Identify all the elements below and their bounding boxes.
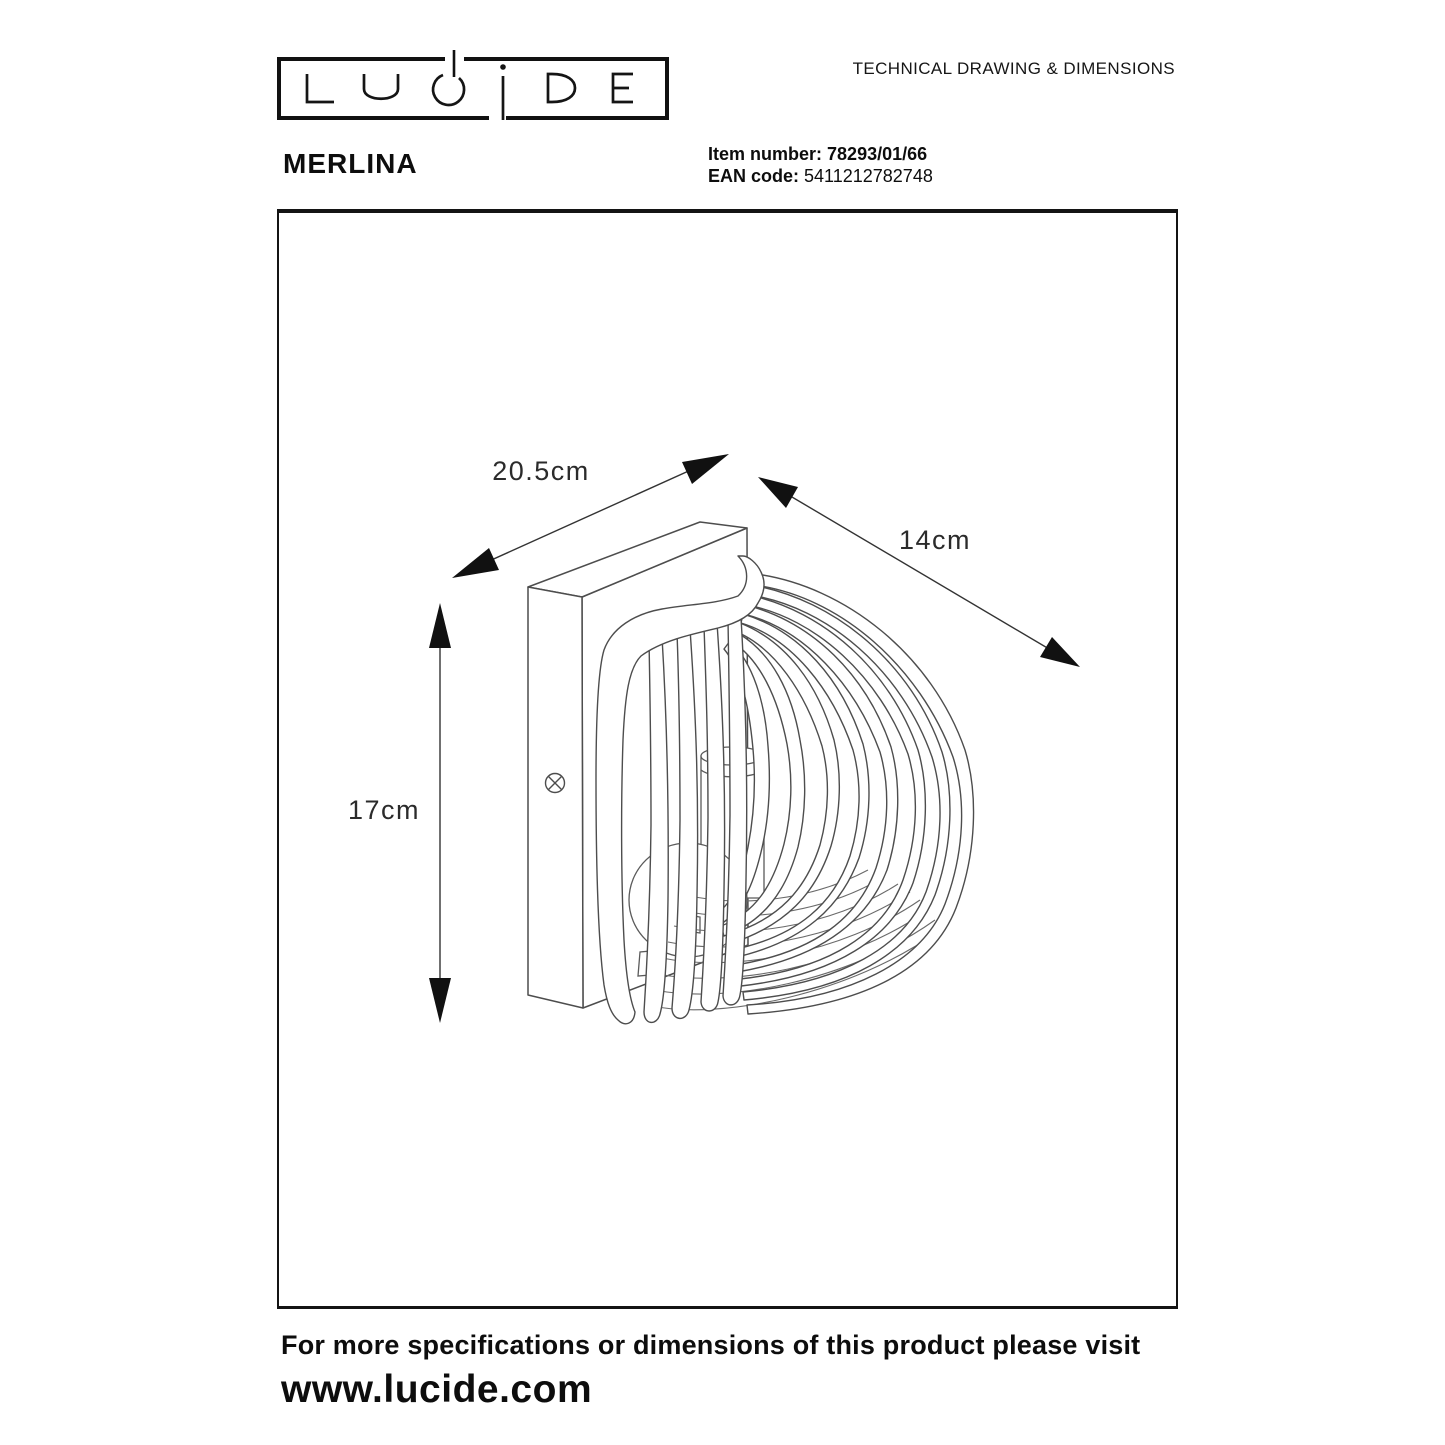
rib-loop xyxy=(700,622,726,1012)
item-number-value: 78293/01/66 xyxy=(827,144,928,164)
screw-icon xyxy=(544,772,566,794)
arrowhead xyxy=(682,454,729,484)
arrowhead xyxy=(429,603,451,648)
footer: For more specifications or dimensions of… xyxy=(281,1330,1140,1412)
dimension-arrow-height xyxy=(429,603,451,1023)
arrowhead xyxy=(452,548,499,578)
cage-ribs xyxy=(595,555,975,1025)
lucide-logo xyxy=(277,50,669,123)
logo-bottom-gap xyxy=(489,113,506,123)
dimension-arrow-width xyxy=(452,454,729,578)
wall-plate-side-face xyxy=(527,586,584,1009)
doc-title: TECHNICAL DRAWING & DIMENSIONS xyxy=(852,59,1175,78)
item-number-label: Item number: xyxy=(708,144,823,164)
ean-code-row: EAN code: 5411212782748 xyxy=(708,165,933,187)
item-spec-block: Item number: 78293/01/66 EAN code: 54112… xyxy=(708,143,933,187)
arrowhead xyxy=(1040,637,1080,667)
technical-drawing xyxy=(429,454,1080,1025)
item-number-row: Item number: 78293/01/66 xyxy=(708,143,933,165)
rib-loop xyxy=(671,628,699,1020)
rib-loop xyxy=(643,636,669,1024)
rib-outer-right xyxy=(746,573,975,1015)
footer-note: For more specifications or dimensions of… xyxy=(281,1330,1141,1360)
logo-letter-e xyxy=(611,72,633,104)
footer-website: www.lucide.com xyxy=(281,1368,593,1411)
rib-collar-curl xyxy=(595,555,765,1025)
logo-letter-u xyxy=(362,74,400,101)
logo-box xyxy=(277,50,669,123)
logo-letters xyxy=(305,64,633,120)
dimension-label-depth: 14cm xyxy=(898,525,972,555)
dimension-label-height: 17cm xyxy=(347,795,420,825)
logo-letter-c xyxy=(431,73,466,107)
arrowhead xyxy=(758,477,798,508)
dimension-label-width: 20.5cm xyxy=(492,456,590,486)
ean-code-label: EAN code: xyxy=(708,166,800,186)
arrowhead xyxy=(429,978,451,1023)
rib-loop xyxy=(722,617,748,1006)
product-name: MERLINA xyxy=(283,148,418,179)
logo-letter-i-dot xyxy=(500,64,506,70)
ean-code-value: 5411212782748 xyxy=(804,166,933,186)
dimension-arrow-depth xyxy=(758,477,1080,667)
logo-letter-d xyxy=(546,72,577,104)
logo-letter-l xyxy=(305,74,334,104)
